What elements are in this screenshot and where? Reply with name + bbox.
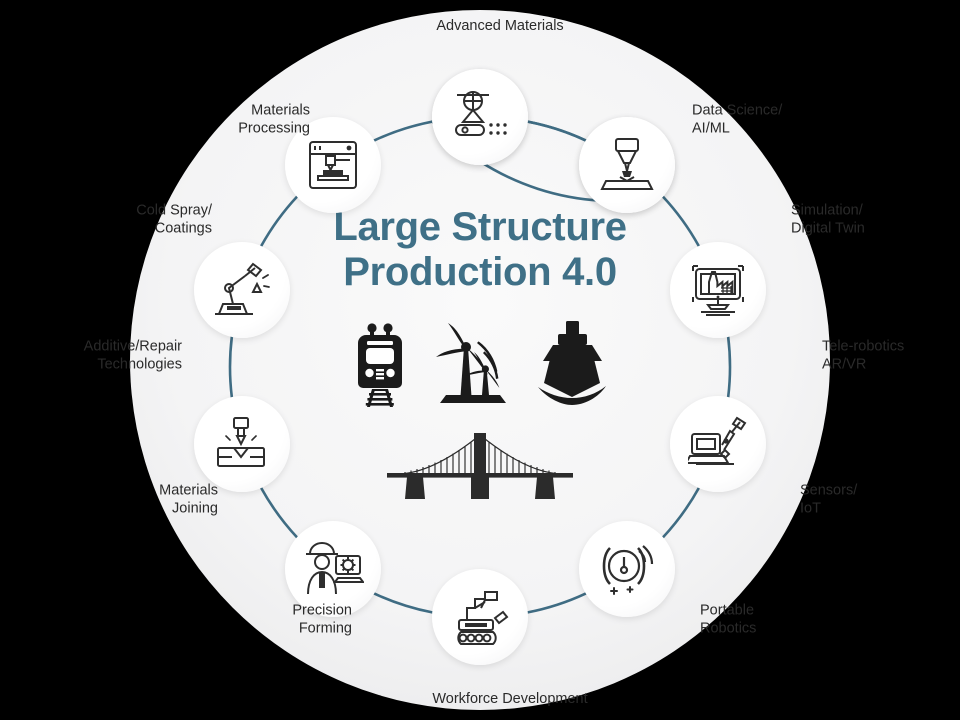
ring-arc-segment (526, 592, 587, 614)
robot-arm-computer-icon (687, 416, 748, 472)
node-sensors-iot[interactable] (578, 521, 675, 618)
node-simulation-digital-twin[interactable] (669, 241, 766, 338)
ring-arc-segment (373, 120, 434, 142)
node-precision-forming[interactable] (194, 396, 291, 493)
ring-arc-segment (661, 195, 700, 248)
node-materials-processing[interactable] (578, 116, 675, 213)
spray-nozzle-icon (449, 89, 511, 145)
ring-arc-segment (661, 486, 700, 539)
3d-printer-icon (304, 136, 362, 194)
furnace-pour-icon (598, 135, 656, 195)
worker-training-icon (302, 540, 365, 598)
ring-arc-segment (260, 486, 299, 539)
ring-arc-segment (526, 120, 587, 142)
press-forming-icon (212, 416, 272, 472)
factory-monitor-icon (689, 262, 747, 318)
ring-arc-segment (260, 195, 299, 248)
sensor-gauge-icon (598, 540, 656, 598)
node-additive-repair-technologies[interactable] (285, 116, 382, 213)
node-materials-joining[interactable] (194, 241, 291, 338)
ring-arc-segment (228, 335, 234, 399)
welding-robot-icon (211, 262, 273, 318)
ring-arc-segment (726, 335, 732, 399)
node-workforce-development[interactable] (285, 521, 382, 618)
ring-arc-segment (373, 592, 434, 614)
node-portable-robotics[interactable] (432, 569, 528, 665)
node-tele-robotics-ar-vr[interactable] (669, 396, 766, 493)
node-cold-spray-coatings[interactable] (432, 69, 528, 165)
tracked-robot-icon (449, 588, 511, 646)
